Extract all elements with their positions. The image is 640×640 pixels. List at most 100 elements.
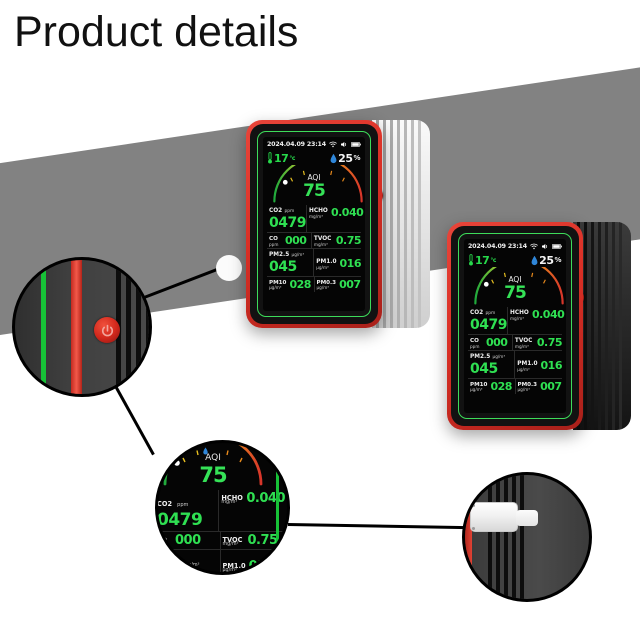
table-row: PM10 µg/m³ 028 PM0.3 [468, 377, 562, 394]
page-title: Product details [14, 8, 299, 56]
reading-unit: ppm [284, 209, 295, 214]
table-row: CO2 ppm 0479 HCHO mg/m³ [468, 307, 565, 334]
humidity-value: 25 [338, 151, 353, 165]
reading-label: PM0.3 [517, 381, 538, 388]
callout-power-button-detail [12, 257, 152, 397]
sound-icon [542, 244, 548, 249]
screen-status-bar: 2024.04.09 23:14 [263, 137, 365, 150]
red-accent-stripe [71, 260, 82, 394]
temperature-value: 17 [475, 253, 490, 267]
temperature-block: 17 °c [468, 254, 496, 267]
status-datetime: 2024.04.09 23:14 [468, 243, 527, 250]
status-datetime: 2024.04.09 23:14 [267, 141, 326, 148]
device-screen[interactable]: 2024.04.09 23:14 [263, 137, 365, 311]
reading-value: 028 [490, 379, 512, 393]
reading-unit: mg/m³ [222, 542, 239, 548]
reading-unit: µg/m³ [517, 387, 531, 393]
reading-label: PM10 [269, 279, 287, 286]
reading-unit: µg/m³ [222, 568, 237, 574]
reading-value: 045 [470, 360, 498, 377]
reading-value: 000 [175, 533, 201, 548]
table-row: CO ppm 000 TVOC mg/m³ [157, 531, 286, 549]
device-bezel-white: 2024.04.09 23:14 [246, 120, 382, 328]
reading-value: 007 [339, 277, 361, 291]
reading-value: 016 [339, 256, 362, 270]
air-quality-monitor-white[interactable]: 2024.04.09 23:14 [246, 120, 430, 328]
aqi-gauge-marker [282, 179, 288, 185]
reading-value: 000 [486, 335, 508, 349]
reading-pm10: PM10 µg/m³ 028 [267, 277, 314, 292]
rib-line [520, 475, 524, 599]
reading-pm10-fine: PM1.0 µg/m³ 016 [313, 248, 362, 276]
reading-unit: µg/m³ [316, 264, 329, 270]
device-screen[interactable]: 2024.04.09 23:14 [464, 239, 566, 413]
aqi-value: 75 [303, 181, 326, 201]
aqi-value: 75 [199, 463, 227, 487]
reading-unit: ppm [470, 343, 480, 349]
battery-icon [351, 142, 361, 147]
reading-value: 0.75 [536, 335, 563, 349]
rib-line [512, 475, 516, 599]
device-bezel-black: 2024.04.09 23:14 [447, 222, 583, 430]
callout-screen-detail: AQI 75 CO2 ppm 0479 [155, 440, 290, 575]
reading-label: PM2.5 [269, 251, 290, 258]
reading-unit: mg/m³ [509, 315, 524, 321]
reading-label: CO2 [269, 208, 283, 214]
reading-co2: CO2 ppm 0479 [468, 307, 507, 334]
power-detail-art [15, 260, 149, 394]
temperature-value: 17 [274, 151, 289, 165]
table-row: PM2.5 µg/m³ 045 PM1.0 µg/m³ [468, 349, 563, 378]
status-icons [329, 141, 361, 148]
usb-c-connector[interactable] [470, 502, 518, 532]
reading-label: PM1.0 [222, 561, 246, 570]
reading-tvoc: TVOC mg/m³ 0.75 [219, 532, 286, 549]
reading-co: CO ppm 000 [468, 335, 512, 350]
reading-label: PM1.0 [517, 360, 538, 367]
air-quality-monitor-black[interactable]: 2024.04.09 23:14 [447, 222, 631, 430]
device-panel-surface [15, 260, 149, 394]
reading-value: 016 [248, 559, 275, 574]
rib-line [126, 260, 131, 394]
reading-unit: ppm [157, 542, 168, 548]
wifi-icon [329, 141, 337, 148]
table-row: PM2.5 µg/m³ 045 PM1.0 µg/m³ [158, 549, 285, 574]
reading-hcho: HCHO mg/m³ 0.040 [305, 205, 364, 232]
aqi-gauge-marker [174, 460, 180, 466]
reading-label: HCHO [509, 310, 529, 316]
aqi-value: 75 [504, 283, 527, 303]
reading-pm25: PM2.5 µg/m³ 045 [468, 351, 514, 378]
red-accent-stripe [465, 475, 472, 599]
usb-detail-art [465, 475, 589, 599]
reading-label: TVOC [514, 337, 533, 344]
reading-value: 0.040 [246, 491, 285, 506]
aqi-label: AQI [508, 275, 522, 284]
reading-label: HCHO [308, 208, 328, 214]
readings-grid: CO2 ppm 0479 HCHO mg/m³ [263, 205, 365, 292]
rib-line [496, 475, 500, 599]
temperature-unit: °c [490, 256, 496, 264]
reading-pm03: PM0.3 µg/m³ 007 [313, 276, 361, 292]
reading-unit: µg/m³ [269, 285, 282, 291]
device-panel-surface [465, 475, 589, 599]
aqi-label: AQI [205, 453, 221, 463]
aqi-gauge: AQI 75 [263, 165, 365, 205]
callout-anchor-dot [216, 255, 242, 281]
power-button[interactable] [94, 317, 120, 343]
reading-co: CO ppm 000 [267, 233, 311, 248]
reading-tvoc: TVOC mg/m³ 0.75 [310, 232, 362, 248]
reading-unit: ppm [485, 311, 496, 316]
reading-value: 000 [285, 233, 307, 247]
device-inner-frame: 2024.04.09 23:14 [451, 226, 579, 426]
reading-value: 0.75 [335, 233, 362, 247]
reading-unit: mg/m³ [221, 500, 238, 506]
reading-unit: µg/m³ [517, 366, 530, 372]
humidity-block: 25 % [330, 152, 360, 165]
aqi-gauge-marker [483, 281, 489, 287]
water-drop-icon [330, 153, 337, 163]
reading-co2: CO2 ppm 0479 [158, 490, 218, 531]
green-accent-frame [257, 131, 371, 317]
aqi-gauge-arc [273, 165, 363, 203]
humidity-unit: % [554, 256, 561, 264]
table-row: PM10 µg/m³ 028 PM0.3 [267, 275, 361, 292]
green-accent-stripe [276, 468, 279, 572]
